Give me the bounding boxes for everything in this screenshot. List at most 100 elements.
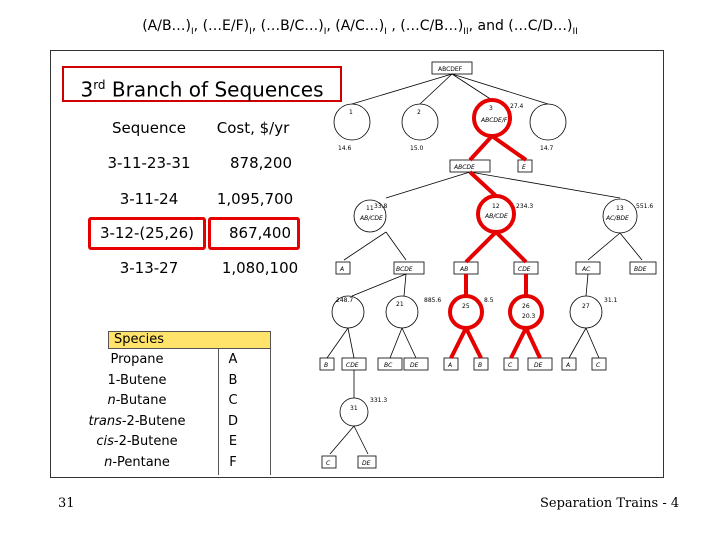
title-part: , (…E/F) — [193, 18, 250, 34]
tree-leaf: A — [565, 362, 570, 369]
species-code: D — [227, 414, 238, 429]
species-name: trans-2-Butene — [78, 414, 196, 429]
species-name-text: -Butane — [115, 393, 167, 408]
species-name-text: -2-Butene — [113, 434, 178, 449]
title-part: , (A/C…) — [326, 18, 385, 34]
species-name: 1-Butene — [78, 373, 196, 388]
species-code: C — [228, 393, 238, 408]
title-part: , (…B/C…) — [251, 18, 324, 34]
title-sub: I — [384, 26, 387, 37]
branch-sup: rd — [93, 78, 106, 92]
slide-title: (A/B…)I, (…E/F)I, (…B/C…)I, (A/C…)I , (…… — [0, 18, 720, 37]
tree-node-cost: 31.1 — [604, 297, 618, 304]
title-part: , (…C/B…) — [386, 18, 464, 34]
tree-node-label: AC/BDE — [605, 215, 629, 222]
tree-node-num: 12 — [492, 203, 500, 210]
tree-node-num: 25 — [462, 303, 470, 310]
species-prefix: cis — [96, 434, 114, 449]
species-name-text: 1-Butene — [107, 373, 167, 388]
species-code: A — [228, 352, 238, 367]
title-sub: I — [323, 26, 327, 37]
tree-leaf: B — [324, 362, 328, 369]
species-header-bar — [108, 331, 271, 349]
cost-cell: 1,080,100 — [221, 259, 299, 277]
species-code: F — [229, 455, 237, 470]
page-number: 31 — [58, 496, 75, 511]
tree-box-label: A — [339, 266, 344, 273]
footer-caption: Separation Trains - 4 — [540, 496, 680, 511]
species-name: n-Pentane — [78, 455, 196, 470]
tree-leaf: A — [447, 362, 452, 369]
tree-node-num: 2 — [417, 109, 421, 116]
tree-node-cost: 14.7 — [540, 145, 554, 152]
tree-box-label: E — [522, 164, 526, 171]
sequence-cell: 3-13-27 — [119, 259, 179, 277]
species-name: cis-2-Butene — [78, 434, 196, 449]
tree-box-label: ABCDE — [453, 164, 475, 171]
species-prefix: trans — [88, 414, 122, 429]
tree-leaf: BC — [384, 362, 393, 369]
tree-box-label: BDE — [634, 266, 647, 273]
cost-cell: 878,200 — [229, 154, 293, 172]
branch-prefix: 3 — [80, 77, 94, 102]
tree-node-label: AB/CDE — [484, 213, 508, 220]
header-cost: Cost, $/yr — [216, 119, 290, 137]
tree-node-num: 31 — [350, 405, 358, 412]
tree-box-label: AC — [581, 266, 591, 273]
code-column-border — [218, 349, 271, 475]
tree-node-cost: 331.3 — [370, 397, 387, 404]
species-prefix: n — [104, 455, 113, 470]
species-name-text: -2-Butene — [121, 414, 186, 429]
title-sub: II — [463, 26, 469, 37]
species-table: Species Propane A 1-Butene B n-Butane C … — [78, 330, 271, 475]
tree-node-cost: 234.3 — [516, 203, 533, 210]
tree-node-cost: 21 — [396, 301, 404, 308]
title-sub: I — [191, 26, 194, 37]
tree-leaf: DE — [534, 362, 543, 369]
sequence-cell: 3-12-(25,26) — [99, 224, 195, 242]
tree-leaf: CDE — [346, 362, 359, 369]
tree-leaf: C — [326, 460, 331, 467]
tree-leaf: DE — [362, 460, 371, 467]
species-code: E — [228, 434, 238, 449]
sequence-cell: 3-11-24 — [119, 190, 179, 208]
branch-rest: Branch of Sequences — [105, 77, 324, 102]
tree-node-num: 13 — [616, 205, 624, 212]
separation-tree-diagram: ABCDEF 1 2 3 ABCDE/F 27.4 14.6 15.0 14.7… — [319, 61, 657, 469]
tree-node-cost: 551.6 — [636, 203, 653, 210]
tree-node-cost: 14.6 — [338, 145, 352, 152]
tree-node-cost: 885.6 — [424, 297, 441, 304]
tree-node-num: 3 — [489, 105, 493, 112]
tree-node-cost: 27.4 — [510, 103, 524, 110]
tree-node-cost: 20.3 — [522, 313, 536, 320]
tree-node-label: AB/CDE — [359, 215, 383, 222]
title-sub: I — [249, 26, 252, 37]
tree-node-num: 27 — [582, 303, 590, 310]
species-header: Species — [114, 332, 165, 347]
species-name-text: Propane — [110, 352, 164, 367]
species-prefix: n — [107, 393, 116, 408]
cost-cell: 1,095,700 — [216, 190, 294, 208]
cost-cell: 867,400 — [228, 224, 292, 242]
tree-leaf: DE — [410, 362, 419, 369]
tree-leaf: C — [596, 362, 601, 369]
tree-node-num: 1 — [349, 109, 353, 116]
title-part: , and (…C/D…) — [468, 18, 573, 34]
tree-node-cost: 33.8 — [374, 203, 388, 210]
tree-node-label: ABCDE/F — [480, 117, 508, 124]
sequence-cell: 3-11-23-31 — [107, 154, 191, 172]
tree-leaf: C — [508, 362, 513, 369]
species-code: B — [228, 373, 238, 388]
species-name: Propane — [78, 352, 196, 367]
highlight-cost-box — [208, 217, 300, 250]
tree-box-label: BCDE — [396, 266, 413, 273]
header-sequence: Sequence — [112, 119, 186, 137]
tree-node-num: 11 — [366, 205, 374, 212]
tree-node-num: 26 — [522, 303, 530, 310]
species-name: n-Butane — [78, 393, 196, 408]
title-part: (A/B…) — [142, 18, 192, 34]
species-name-text: -Pentane — [112, 455, 170, 470]
title-sub: II — [572, 26, 578, 37]
tree-box-label: AB — [459, 266, 468, 273]
highlight-sequence-box — [88, 217, 206, 250]
